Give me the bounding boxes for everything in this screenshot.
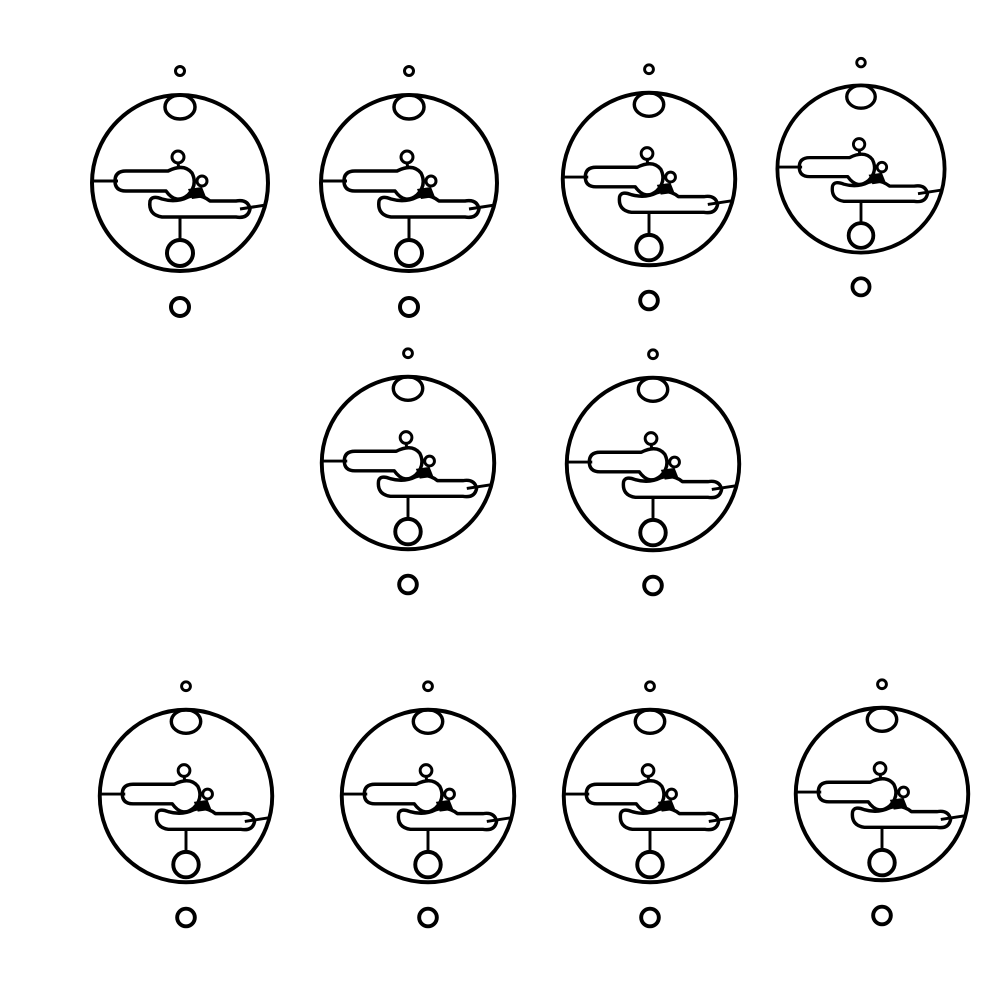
gasket-set-photo — [90, 56, 971, 929]
